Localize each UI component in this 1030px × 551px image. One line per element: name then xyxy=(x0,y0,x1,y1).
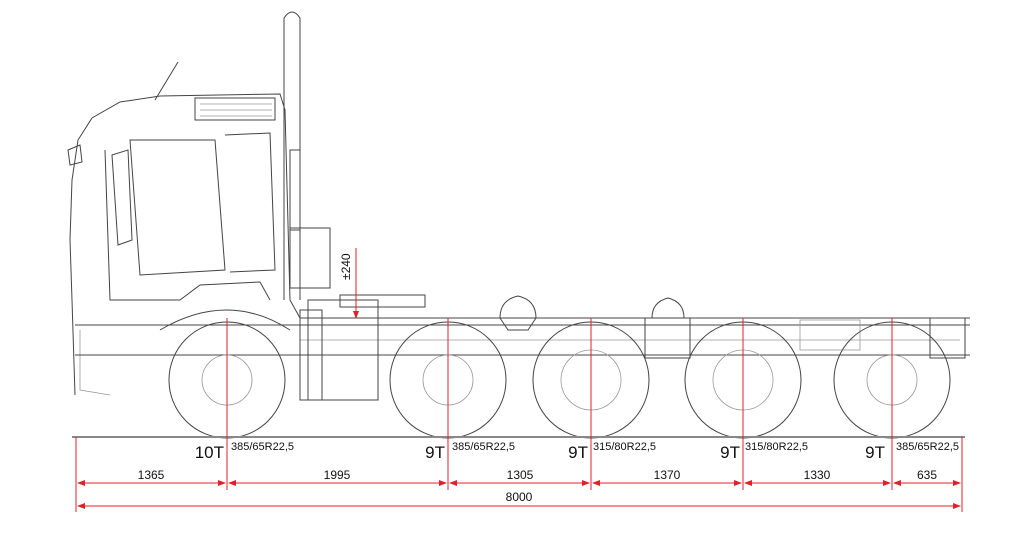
tire-size: 385/65R22,5 xyxy=(896,441,959,453)
axle-labels: 10T 385/65R22,5 9T 385/65R22,5 9T 315/80… xyxy=(195,441,959,462)
axle-load: 9T xyxy=(865,443,885,462)
tire-size: 385/65R22,5 xyxy=(452,441,515,453)
axle-load: 9T xyxy=(425,443,445,462)
chassis-frame xyxy=(75,294,970,401)
exhaust-stack xyxy=(283,11,331,300)
axle-load: 9T xyxy=(568,443,588,462)
dimension-label: 1305 xyxy=(507,468,534,482)
height-adjust-dimension: ±240 xyxy=(339,248,359,319)
segment-dimensions: 1365 1995 1305 1370 1330 635 xyxy=(77,468,961,486)
dimension-label: 1370 xyxy=(654,468,681,482)
dimension-label: 1365 xyxy=(138,468,165,482)
truck-cab xyxy=(67,61,301,396)
dimension-label: 1330 xyxy=(804,468,831,482)
axle-reference-lines xyxy=(75,318,963,512)
height-adjust-label: ±240 xyxy=(339,253,353,280)
dimension-label: 1995 xyxy=(324,468,351,482)
overall-length-label: 8000 xyxy=(506,490,533,504)
axle-load: 10T xyxy=(195,443,224,462)
tire-size: 315/80R22,5 xyxy=(745,441,808,453)
overall-length-dimension: 8000 xyxy=(77,490,961,509)
dimension-label: 635 xyxy=(917,468,937,482)
axle-load: 9T xyxy=(720,443,740,462)
tire-size: 385/65R22,5 xyxy=(231,441,294,453)
wheels xyxy=(168,321,951,439)
tire-size: 315/80R22,5 xyxy=(593,441,656,453)
